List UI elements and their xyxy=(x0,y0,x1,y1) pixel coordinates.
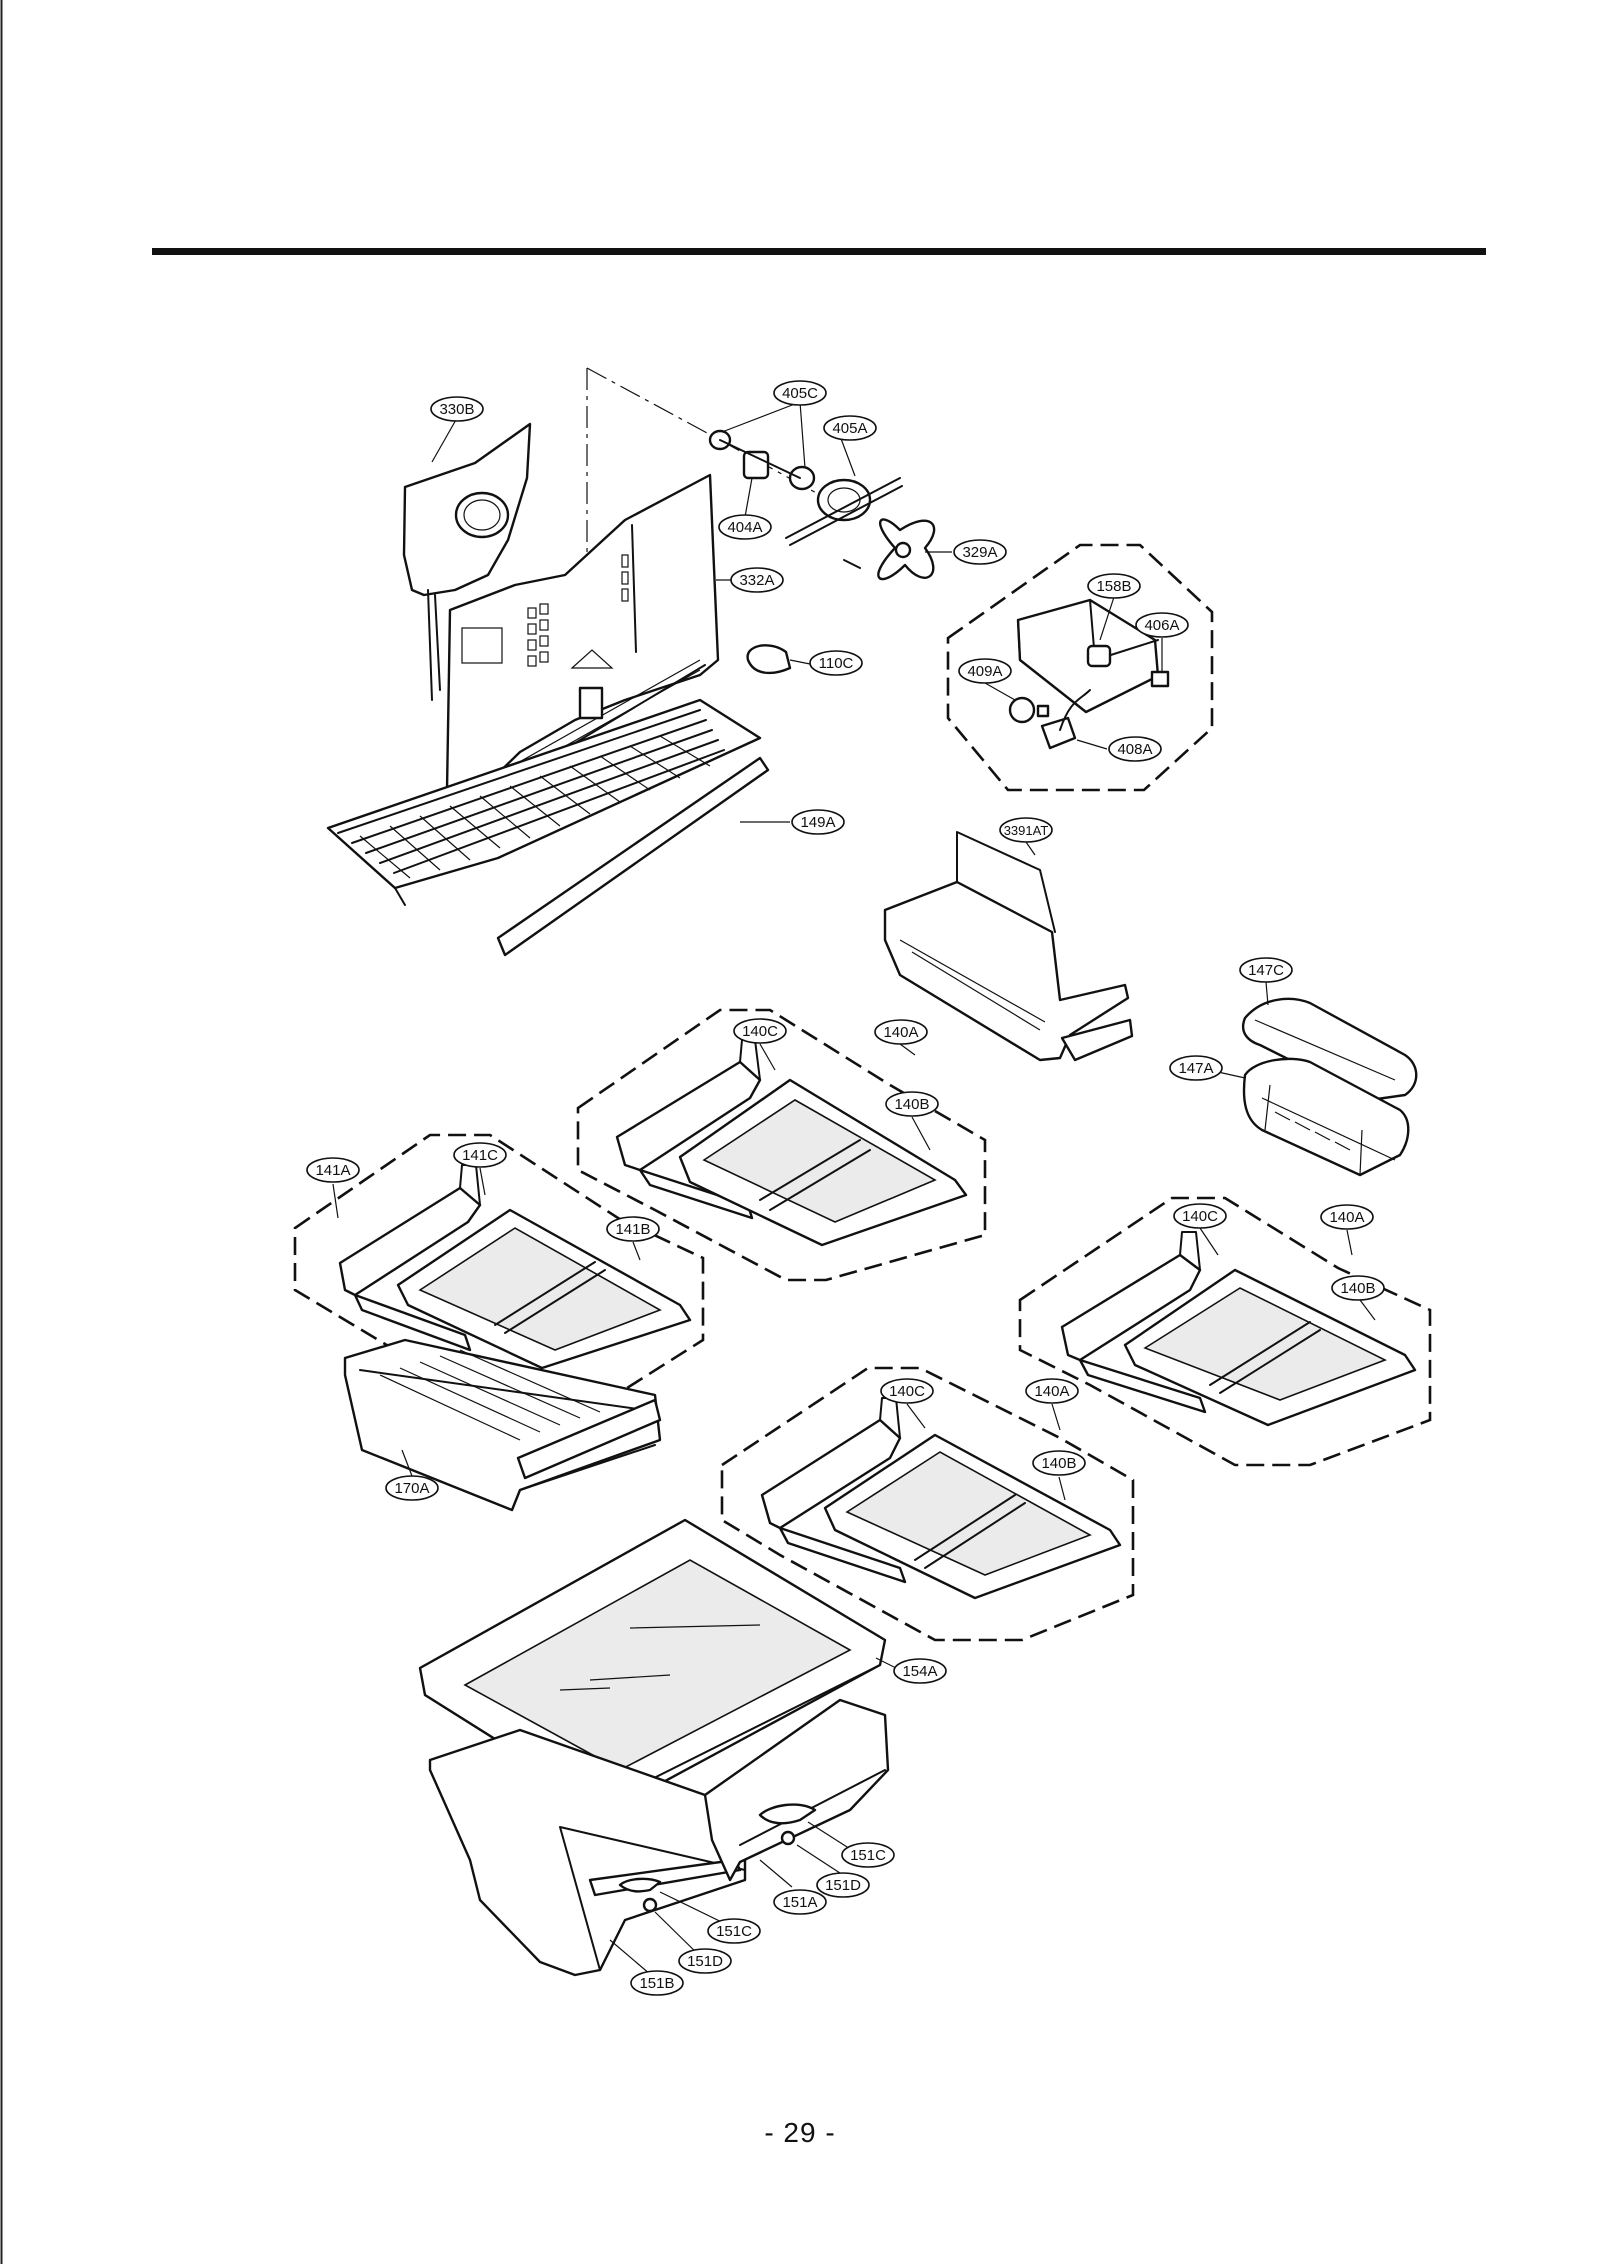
callout-151a: 151A xyxy=(773,1889,827,1915)
callout-405c: 405C xyxy=(773,380,827,406)
svg-text:170A: 170A xyxy=(394,1480,429,1497)
socket-408a xyxy=(1040,716,1077,750)
drawer-151a xyxy=(703,1698,890,1882)
callout-140c-b: 140C xyxy=(1173,1203,1227,1229)
wire-shelf-149a xyxy=(326,698,770,957)
svg-text:141B: 141B xyxy=(615,1221,650,1238)
svg-text:149A: 149A xyxy=(800,814,835,831)
callout-140b-b: 140B xyxy=(1331,1275,1385,1301)
tray-3391at xyxy=(883,831,1134,1062)
switch-406a xyxy=(1150,670,1170,688)
svg-text:140B: 140B xyxy=(1340,1280,1375,1297)
page-number: - 29 - xyxy=(764,2117,836,2148)
svg-text:110C: 110C xyxy=(819,655,854,672)
svg-text:151C: 151C xyxy=(716,1923,752,1940)
svg-text:408A: 408A xyxy=(1117,741,1152,758)
callout-141a: 141A xyxy=(306,1157,360,1183)
svg-text:140C: 140C xyxy=(1182,1208,1218,1225)
shelf-group-a xyxy=(576,1008,987,1282)
part-callouts: 330B 405C 405A 404A 329A 332A 110C 158B … xyxy=(306,380,1385,1996)
bracket-405a xyxy=(816,478,872,522)
callout-154a: 154A xyxy=(893,1658,947,1684)
svg-text:158B: 158B xyxy=(1096,578,1131,595)
callout-158b: 158B xyxy=(1087,573,1141,599)
motor-404a xyxy=(742,450,770,480)
callout-332a: 332A xyxy=(730,567,784,593)
bins-147 xyxy=(1241,997,1418,1177)
svg-text:405A: 405A xyxy=(832,420,867,437)
callout-3391at: 3391AT xyxy=(999,817,1053,843)
svg-text:140C: 140C xyxy=(889,1383,925,1400)
callout-140c-c: 140C xyxy=(880,1378,934,1404)
callout-404a: 404A xyxy=(718,514,772,540)
callout-149a: 149A xyxy=(791,809,845,835)
lamp-assembly-group xyxy=(946,543,1214,792)
callout-140b-c: 140B xyxy=(1032,1450,1086,1476)
callout-405a: 405A xyxy=(823,415,877,441)
shelf-group-b xyxy=(1018,1196,1432,1467)
svg-text:3391AT: 3391AT xyxy=(1004,823,1049,838)
svg-text:406A: 406A xyxy=(1144,617,1179,634)
drawer-151b xyxy=(428,1728,747,1977)
callout-141b: 141B xyxy=(606,1216,660,1242)
crisper-drawers-151 xyxy=(428,1698,890,1977)
svg-text:151B: 151B xyxy=(639,1975,674,1992)
bin-147c xyxy=(1241,997,1418,1102)
svg-text:151A: 151A xyxy=(782,1894,817,1911)
callout-140c-a: 140C xyxy=(733,1018,787,1044)
bulb-409a xyxy=(1008,696,1036,724)
svg-text:332A: 332A xyxy=(739,572,774,589)
callout-140a-a: 140A xyxy=(874,1019,928,1045)
callout-409a: 409A xyxy=(958,658,1012,684)
svg-text:409A: 409A xyxy=(967,663,1002,680)
callout-140a-c: 140A xyxy=(1025,1378,1079,1404)
callout-147c: 147C xyxy=(1239,957,1293,983)
svg-text:405C: 405C xyxy=(782,385,818,402)
callout-151c-a: 151C xyxy=(841,1842,895,1868)
shelf-group-c xyxy=(720,1366,1135,1642)
svg-text:329A: 329A xyxy=(962,544,997,561)
callout-330b: 330B xyxy=(430,396,484,422)
svg-text:151D: 151D xyxy=(687,1953,723,1970)
bin-147a xyxy=(1242,1057,1410,1177)
shelf-group-141 xyxy=(293,1133,705,1407)
callout-151c-b: 151C xyxy=(707,1918,761,1944)
svg-text:151C: 151C xyxy=(850,1847,886,1864)
svg-text:140A: 140A xyxy=(883,1024,918,1041)
callout-329a: 329A xyxy=(953,539,1007,565)
svg-text:154A: 154A xyxy=(902,1663,937,1680)
svg-text:147A: 147A xyxy=(1178,1060,1213,1077)
callout-151d-a: 151D xyxy=(816,1872,870,1898)
svg-text:140A: 140A xyxy=(1329,1209,1364,1226)
glass-shelf-154a xyxy=(418,1518,887,1807)
svg-text:140B: 140B xyxy=(1041,1455,1076,1472)
svg-text:330B: 330B xyxy=(439,401,474,418)
callout-140b-a: 140B xyxy=(885,1091,939,1117)
callout-151b: 151B xyxy=(630,1970,684,1996)
callout-140a-b: 140A xyxy=(1320,1204,1374,1230)
svg-text:151D: 151D xyxy=(825,1877,861,1894)
svg-text:140B: 140B xyxy=(894,1096,929,1113)
svg-text:140C: 140C xyxy=(742,1023,778,1040)
callout-147a: 147A xyxy=(1169,1055,1223,1081)
callout-170a: 170A xyxy=(385,1475,439,1501)
callout-408a: 408A xyxy=(1108,736,1162,762)
svg-text:141A: 141A xyxy=(315,1162,350,1179)
crisper-170a xyxy=(343,1338,662,1512)
svg-text:147C: 147C xyxy=(1248,962,1284,979)
svg-text:404A: 404A xyxy=(727,519,762,536)
callout-141c: 141C xyxy=(453,1142,507,1168)
bracket-110c xyxy=(746,644,792,675)
callout-110c: 110C xyxy=(809,650,863,676)
callout-406a: 406A xyxy=(1135,612,1189,638)
header-rule xyxy=(152,248,1486,255)
svg-text:141C: 141C xyxy=(462,1147,498,1164)
callout-151d-b: 151D xyxy=(678,1948,732,1974)
svg-text:140A: 140A xyxy=(1034,1383,1069,1400)
